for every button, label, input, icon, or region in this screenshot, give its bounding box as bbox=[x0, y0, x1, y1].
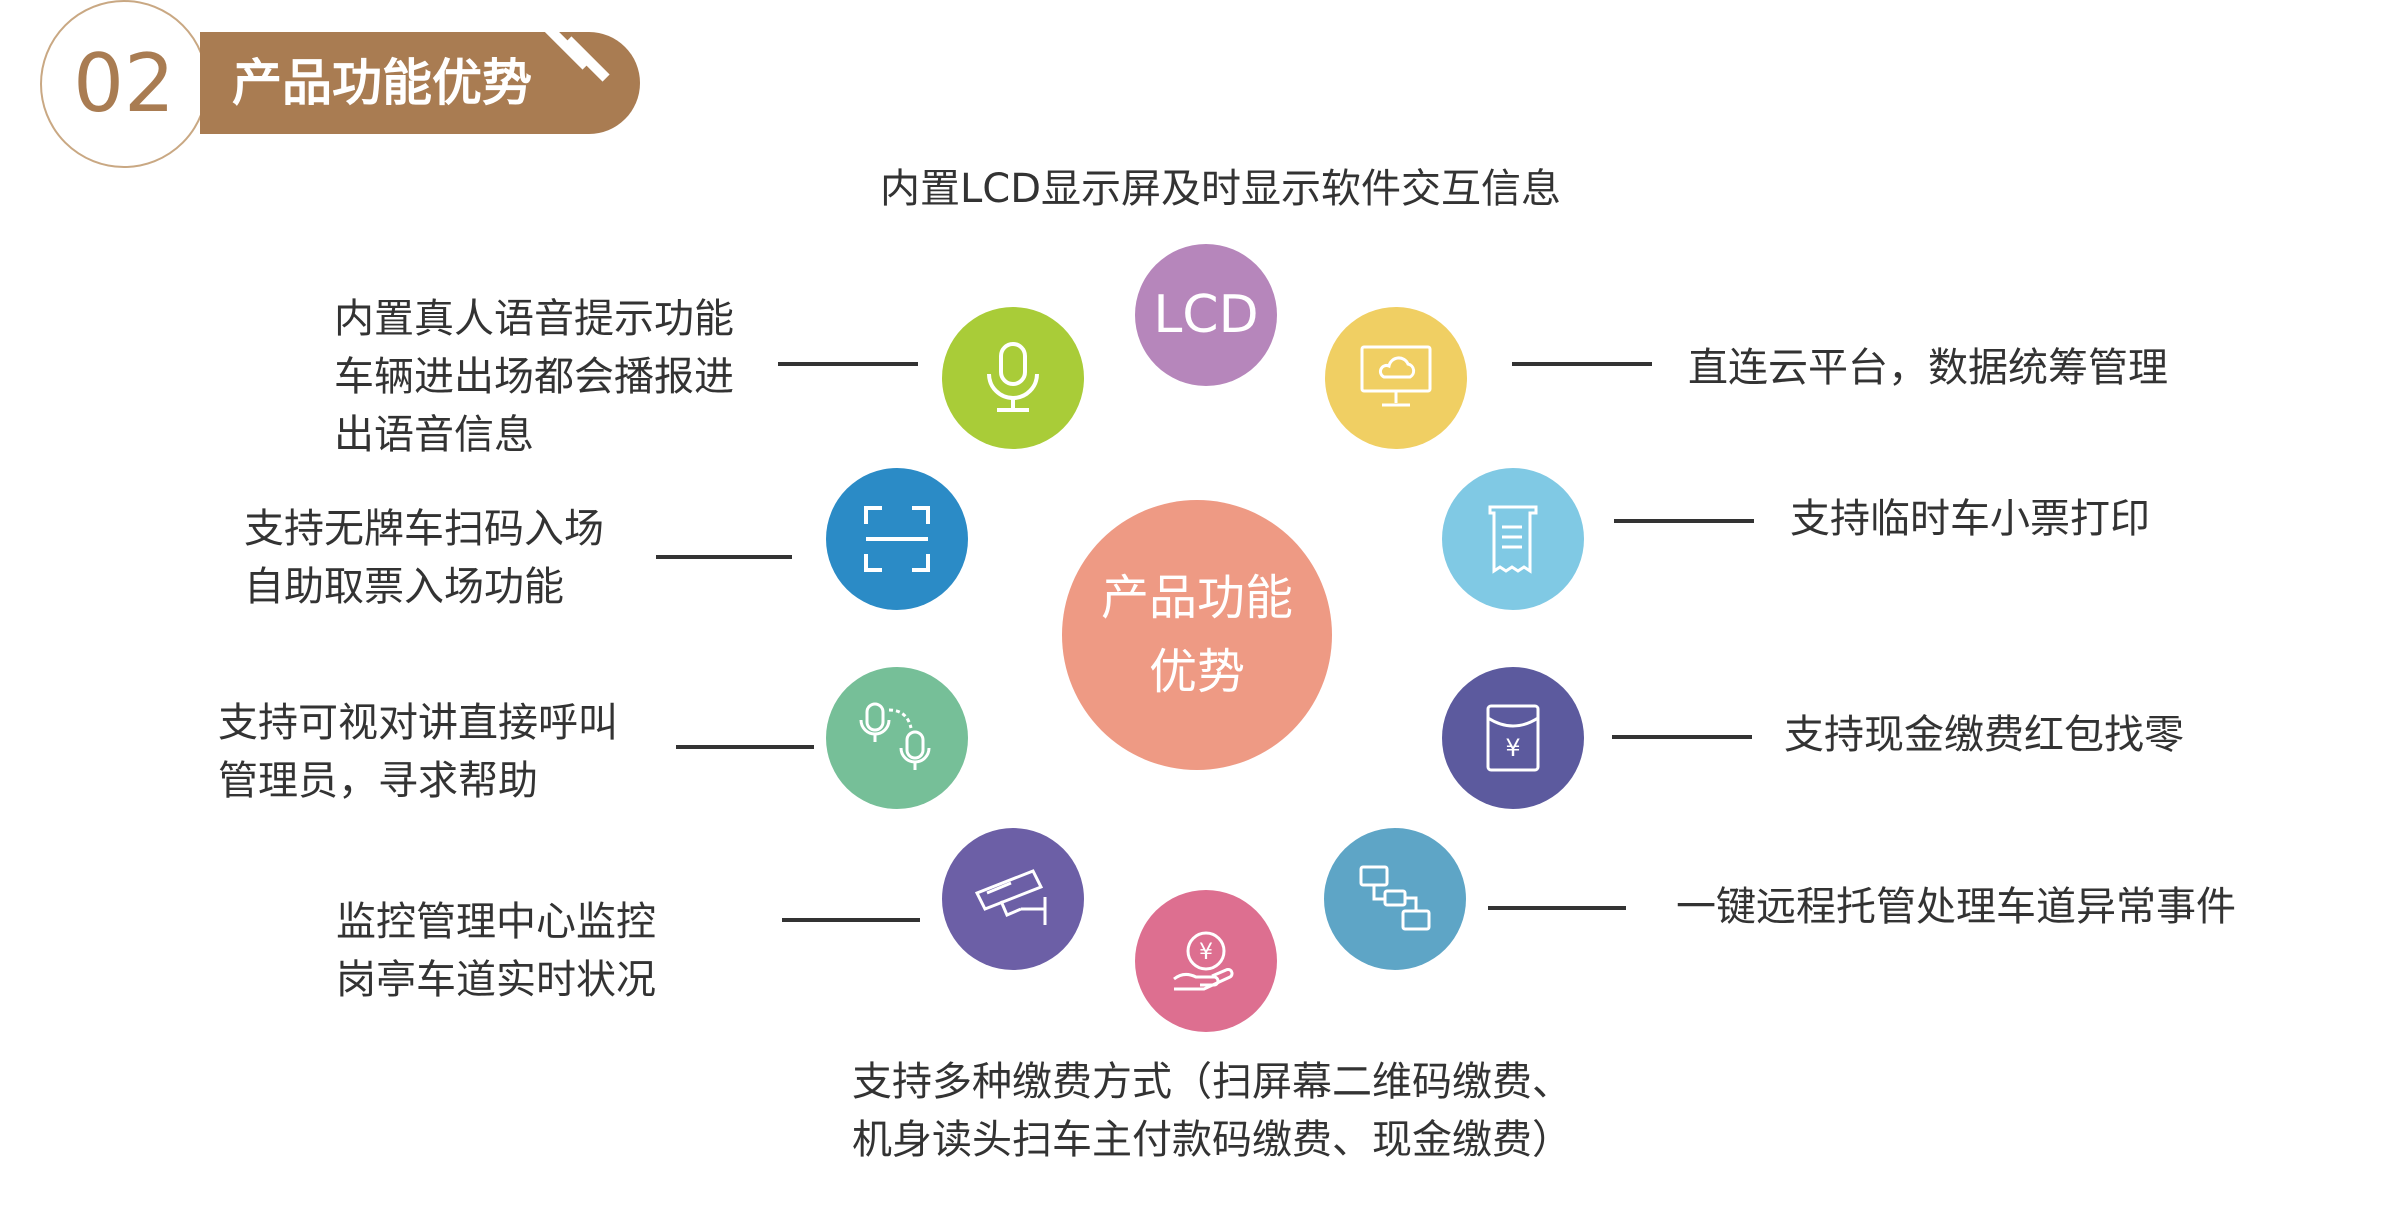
connector-line bbox=[676, 745, 814, 749]
ticket-node bbox=[1442, 468, 1584, 610]
feature-scan-line-2: 自助取票入场功能 bbox=[244, 564, 564, 610]
feature-intercom-line-1: 支持可视对讲直接呼叫 bbox=[218, 700, 618, 746]
center-node: 产品功能 优势 bbox=[1062, 500, 1332, 770]
voice-node bbox=[942, 307, 1084, 449]
center-label-line-2: 优势 bbox=[1148, 644, 1245, 700]
monitor-node bbox=[942, 828, 1084, 970]
feature-monitor-line-1: 监控管理中心监控 bbox=[336, 899, 656, 945]
feature-remote-hosting: 一键远程托管处理车道异常事件 bbox=[1676, 884, 2236, 930]
feature-cash-change: 支持现金缴费红包找零 bbox=[1784, 712, 2184, 758]
feature-ticket-print: 支持临时车小票打印 bbox=[1790, 496, 2150, 542]
receipt-icon bbox=[1480, 501, 1546, 577]
section-number: 02 bbox=[73, 37, 175, 130]
connector-line bbox=[782, 918, 920, 922]
center-label-line-1: 产品功能 bbox=[1100, 570, 1293, 626]
center-label: 产品功能 优势 bbox=[1087, 561, 1307, 709]
svg-text:¥: ¥ bbox=[1199, 940, 1213, 965]
feature-intercom-line-2: 管理员，寻求帮助 bbox=[218, 758, 538, 804]
remote-node bbox=[1324, 828, 1466, 970]
cloud-monitor-icon bbox=[1358, 343, 1434, 413]
connector-line bbox=[1512, 362, 1652, 366]
microphone-icon bbox=[983, 340, 1043, 416]
camera-icon bbox=[971, 863, 1055, 935]
feature-lcd-display: 内置LCD显示屏及时显示软件交互信息 bbox=[880, 166, 1562, 212]
intercom-node bbox=[826, 667, 968, 809]
lcd-node: LCD bbox=[1135, 244, 1277, 386]
intercom-icon bbox=[857, 698, 937, 778]
connector-line bbox=[1488, 906, 1626, 910]
coin-hand-icon: ¥ bbox=[1166, 923, 1246, 999]
payment-node: ¥ bbox=[1135, 890, 1277, 1032]
connector-line bbox=[778, 362, 918, 366]
feature-voice-line-3: 出语音信息 bbox=[334, 412, 534, 458]
feature-monitor-line-2: 岗亭车道实时状况 bbox=[336, 957, 656, 1003]
feature-scan-line-1: 支持无牌车扫码入场 bbox=[244, 506, 604, 552]
feature-cloud-platform: 直连云平台，数据统筹管理 bbox=[1688, 345, 2168, 391]
feature-payment-line-2: 机身读头扫车主付款码缴费、现金缴费） bbox=[852, 1117, 1572, 1163]
feature-voice-line-1: 内置真人语音提示功能 bbox=[334, 296, 734, 342]
section-number-circle bbox=[40, 0, 208, 168]
red-envelope-icon: ¥ bbox=[1480, 700, 1546, 776]
scan-icon bbox=[862, 504, 932, 574]
page-title: 产品功能优势 bbox=[232, 54, 532, 112]
svg-text:¥: ¥ bbox=[1505, 734, 1520, 762]
connector-line bbox=[656, 555, 792, 559]
connector-line bbox=[1612, 735, 1752, 739]
cloud-node bbox=[1325, 307, 1467, 449]
cash-node: ¥ bbox=[1442, 667, 1584, 809]
feature-voice-line-2: 车辆进出场都会播报进 bbox=[334, 354, 734, 400]
network-icon bbox=[1355, 861, 1435, 937]
scan-node bbox=[826, 468, 968, 610]
lcd-icon-text: LCD bbox=[1153, 285, 1259, 345]
feature-payment-line-1: 支持多种缴费方式（扫屏幕二维码缴费、 bbox=[852, 1059, 1572, 1105]
connector-line bbox=[1614, 519, 1754, 523]
